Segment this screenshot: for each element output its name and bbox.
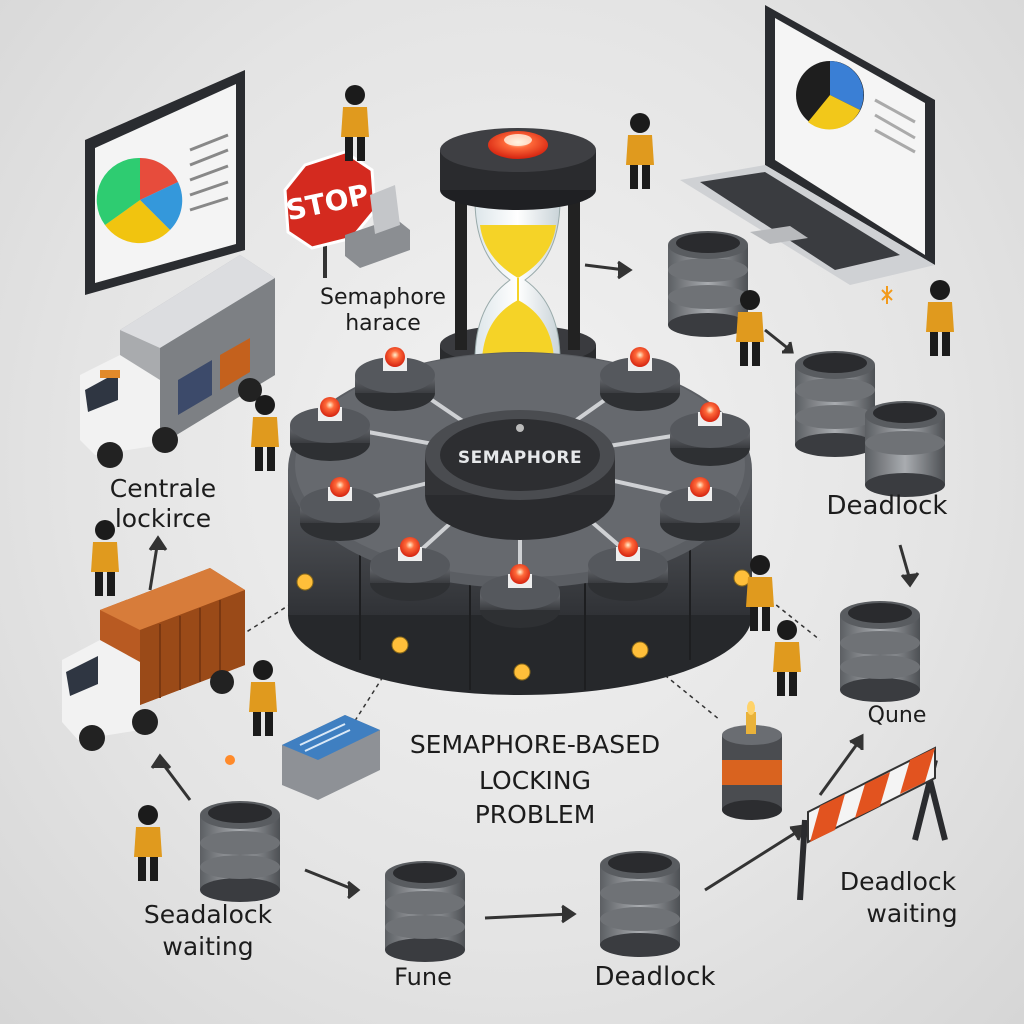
machine-small: [345, 185, 410, 268]
semaphore-pucks: [290, 347, 750, 628]
stack-bottom-center-left: [385, 861, 465, 962]
label-central-1: Centrale: [110, 474, 216, 503]
label-qune: Qune: [868, 703, 927, 728]
worker-6: [91, 520, 119, 596]
label-deadlock-bottom: Deadlock: [595, 962, 716, 992]
title-line-2: LOCKING: [479, 766, 591, 795]
arrows: [148, 260, 920, 924]
hub-label: SEMAPHORE: [458, 448, 582, 468]
monitor-chart-left: [85, 70, 245, 295]
label-semaphore-2: harace: [345, 311, 421, 336]
truck-top-left: [80, 255, 275, 468]
label-semaphore-1: Semaphore: [320, 285, 446, 310]
label-seadalock-1: Seadalock: [144, 900, 273, 929]
network-device: [225, 715, 380, 800]
worker-3: [736, 290, 764, 366]
stack-right-1: [795, 351, 875, 457]
label-seadalock-2: waiting: [162, 932, 253, 961]
label-central-2: lockirce: [115, 504, 211, 533]
stack-right-2: [865, 401, 945, 497]
stack-bottom-center-right: [600, 851, 680, 957]
workers: [91, 85, 954, 881]
worker-2: [626, 113, 654, 189]
puck-1: [355, 347, 435, 411]
title-line-1: SEMAPHORE-BASED: [410, 730, 660, 759]
puck-8: [588, 537, 668, 601]
puck-5: [300, 477, 380, 541]
worker-9: [249, 660, 277, 736]
puck-4: [670, 402, 750, 466]
laptop-chart-right: [680, 5, 935, 285]
worker-4: [926, 280, 954, 356]
worker-1: [341, 85, 369, 161]
title-line-3: PROBLEM: [475, 800, 596, 829]
label-fune: Fune: [394, 963, 452, 991]
server-stacks: [200, 231, 945, 962]
label-deadlock-waiting-2: waiting: [866, 899, 957, 928]
amber-lamps: [296, 569, 751, 681]
orange-drum: [722, 701, 782, 820]
stack-bottom-left: [200, 801, 280, 902]
worker-10: [134, 805, 162, 881]
semaphore-hub: SEMAPHORE: [425, 410, 615, 540]
label-deadlock-waiting-1: Deadlock: [840, 867, 957, 896]
stack-right-3: [840, 601, 920, 702]
stop-sign: STOP: [283, 150, 377, 278]
truck-bottom-left: [62, 568, 245, 751]
barrier: [797, 746, 948, 901]
puck-2: [600, 347, 680, 411]
label-deadlock-right: Deadlock: [827, 491, 948, 521]
puck-6: [660, 477, 740, 541]
worker-7: [746, 555, 774, 631]
spark-icon: [881, 286, 893, 304]
worker-8: [773, 620, 801, 696]
stack-top-right: [668, 231, 748, 337]
puck-9: [480, 564, 560, 628]
puck-7: [370, 537, 450, 601]
worker-5: [251, 395, 279, 471]
title-block: SEMAPHORE-BASED LOCKING PROBLEM: [410, 730, 660, 829]
puck-3: [290, 397, 370, 461]
